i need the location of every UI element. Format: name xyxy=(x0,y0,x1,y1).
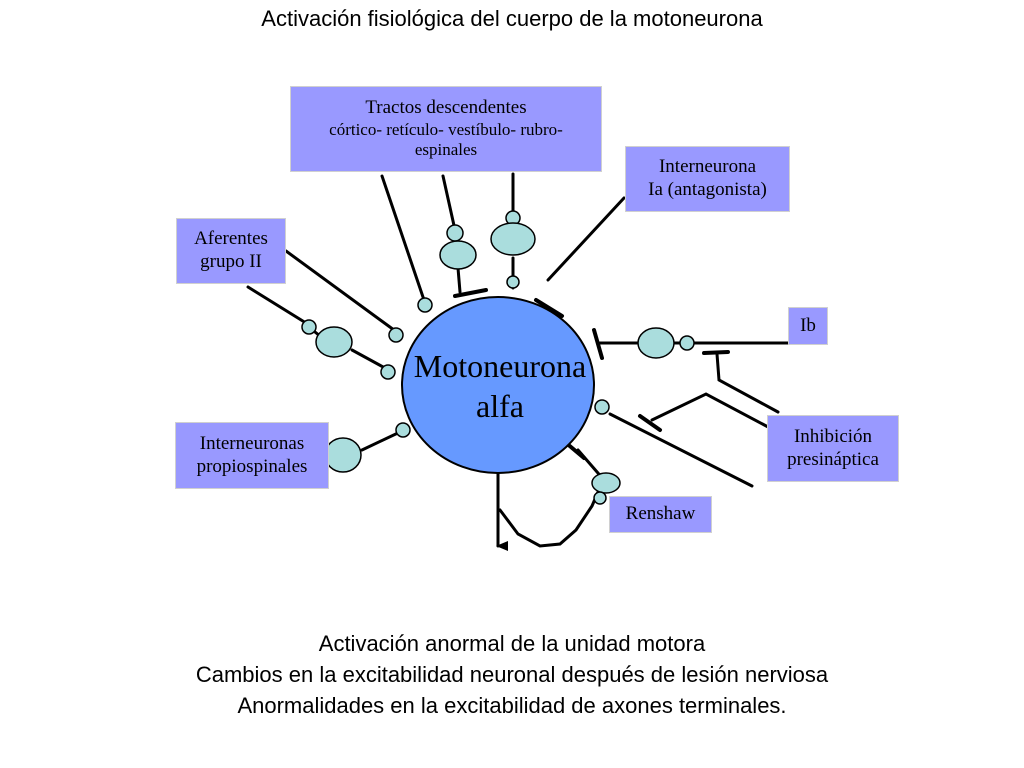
interneurona-ia-box: Interneurona Ia (antagonista) xyxy=(625,146,790,212)
inhibitory-bar-presin-2 xyxy=(638,414,662,432)
ib-box: Ib xyxy=(788,307,828,345)
propiospinales-interneuron xyxy=(324,437,362,473)
interneurona-ia-line xyxy=(546,196,626,282)
inhibitory-bar-ib xyxy=(592,328,604,360)
aferentes-line1: Aferentes xyxy=(194,228,268,250)
propiospinales-line xyxy=(360,430,402,452)
aferentes-line-2 xyxy=(246,285,308,325)
tracto-interneuron-1 xyxy=(439,240,477,270)
tractos-line3: espinales xyxy=(414,140,478,160)
aferentes-line-4 xyxy=(350,348,387,370)
ib-label: Ib xyxy=(800,314,816,336)
presinaptica-line-2 xyxy=(650,392,772,430)
interneuronas-propiospinales-box: Interneuronas propiospinales xyxy=(175,422,329,489)
aferentes-line-1 xyxy=(284,249,396,332)
soma-label-line2: alfa xyxy=(476,388,524,424)
aferentes-grupo-ii-box: Aferentes grupo II xyxy=(176,218,286,284)
inhibitory-bar-ia xyxy=(534,298,564,318)
tractos-descendentes-box: Tractos descendentes córtico- retículo- … xyxy=(290,86,602,172)
recurrent-collateral xyxy=(498,490,600,548)
tracto-line-2 xyxy=(441,174,457,232)
tracto-bouton-2 xyxy=(446,224,464,242)
inhibitory-bar-tractos xyxy=(453,288,488,298)
diagram-title: Activación fisiológica del cuerpo de la … xyxy=(261,6,763,31)
tracto-line-1 xyxy=(380,174,426,302)
interneuronas-prop-line2: propiospinales xyxy=(196,455,308,477)
tracto-bouton-4 xyxy=(506,275,520,289)
aferentes-bouton-2 xyxy=(301,319,317,335)
presinaptica-bouton xyxy=(594,399,610,415)
tractos-line1: Tractos descendentes xyxy=(365,97,527,119)
bottom-line-3: Anormalidades en la excitabilidad de axo… xyxy=(237,693,787,718)
soma-label-line1: Motoneurona xyxy=(413,348,587,384)
interneurona-ia-line2: Ia (antagonista) xyxy=(648,179,767,200)
renshaw-box: Renshaw xyxy=(609,496,712,533)
presinaptica-line-1 xyxy=(715,352,780,414)
presinaptica-line-3 xyxy=(608,412,754,488)
motoneuron-soma xyxy=(401,296,595,474)
tracto-interneuron-2 xyxy=(490,222,536,256)
inhibicion-presinaptica-box: Inhibición presináptica xyxy=(767,415,899,482)
inhibicion-line1: Inhibición xyxy=(793,425,873,447)
tracto-bouton-1 xyxy=(417,297,433,313)
aferentes-line2: grupo II xyxy=(200,251,262,272)
interneurona-ia-line1: Interneurona xyxy=(658,156,757,178)
ib-interneuron xyxy=(637,327,675,359)
propiospinales-bouton xyxy=(395,422,411,438)
renshaw-label: Renshaw xyxy=(625,503,696,525)
renshaw-bouton xyxy=(593,491,607,505)
aferentes-bouton-3 xyxy=(380,364,396,380)
inhibitory-bar-presin-1 xyxy=(702,350,730,355)
tracto-line-3 xyxy=(456,266,462,294)
aferentes-interneuron xyxy=(315,326,353,358)
inhibicion-line2: presináptica xyxy=(787,448,879,470)
soma-label: Motoneurona alfa xyxy=(400,346,600,426)
tractos-line2: córtico- retículo- vestíbulo- rubro- xyxy=(329,120,563,139)
bottom-text: Activación anormal de la unidad motora C… xyxy=(0,628,1024,721)
bottom-line-2: Cambios en la excitabilidad neuronal des… xyxy=(195,662,829,687)
ib-bouton xyxy=(679,335,695,351)
bottom-line-1: Activación anormal de la unidad motora xyxy=(318,631,706,656)
renshaw-cell xyxy=(591,472,621,494)
interneuronas-prop-line1: Interneuronas xyxy=(199,432,305,454)
aferentes-bouton-1 xyxy=(388,327,404,343)
